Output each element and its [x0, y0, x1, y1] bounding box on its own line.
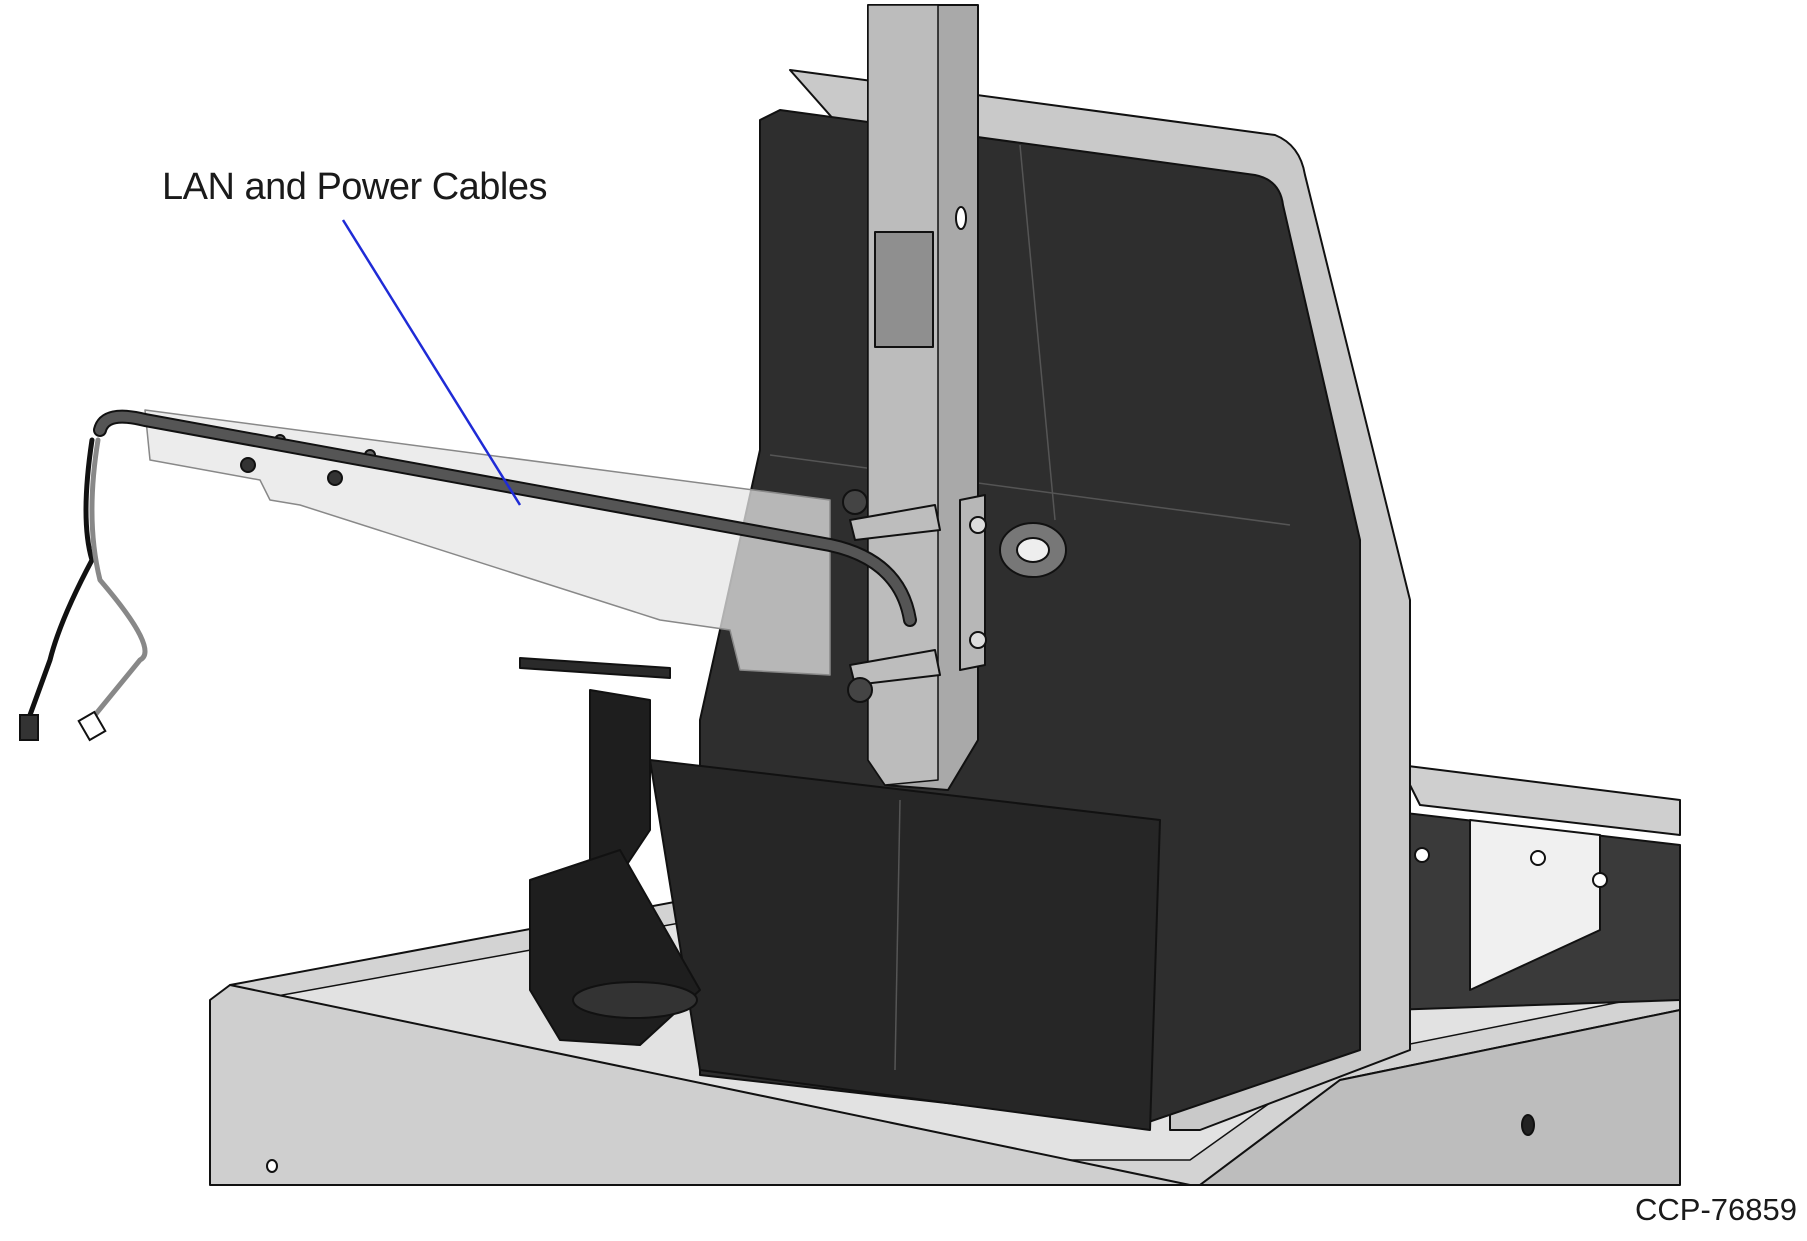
thin-arm-plate [519, 657, 671, 679]
frame-screw-2 [1530, 850, 1546, 866]
base-front-skirt [209, 984, 1191, 1186]
frame-screw-3 [1592, 872, 1608, 888]
cover-screw-2 [327, 470, 343, 486]
power-cable [27, 437, 95, 718]
callout-leader-line [341, 219, 522, 506]
rear-frame-inner-panel [1469, 819, 1601, 991]
panel-seam-horizontal [769, 454, 1291, 526]
panel-seam-vertical [894, 799, 901, 1071]
callout-label: LAN and Power Cables [162, 166, 548, 208]
base-hole-right [1521, 1114, 1535, 1136]
figure-id: CCP-76859 [1635, 1192, 1797, 1227]
hinge-plate-top [849, 504, 941, 541]
foot-disk [572, 981, 698, 1019]
key-lock-core [1016, 537, 1050, 563]
cable-bundle-fill [95, 411, 915, 625]
hinge-plate-bottom [849, 649, 941, 686]
base-hole-left [266, 1159, 278, 1173]
pole-label-plate [874, 231, 934, 348]
pole-hole [955, 206, 967, 230]
cable-cover [144, 409, 831, 676]
base-side-skirt [1199, 1009, 1681, 1186]
bracket-screw-bottom [969, 631, 987, 649]
lan-cable [89, 437, 148, 718]
lan-connector [77, 710, 107, 742]
rear-frame-top-rail [1399, 764, 1681, 836]
hinge-knob-top [842, 489, 868, 515]
panel-seam-upper [1019, 144, 1056, 521]
bracket-screw-top [969, 516, 987, 534]
frame-screw-1 [1414, 847, 1430, 863]
kiosk-lower-box [649, 759, 1161, 1131]
cover-screw-1 [240, 457, 256, 473]
hinge-bracket [959, 494, 986, 671]
left-mount-bracket [589, 689, 651, 876]
hinge-knob-bottom [847, 677, 873, 703]
power-connector [19, 714, 39, 741]
display-pole-side [867, 4, 939, 786]
